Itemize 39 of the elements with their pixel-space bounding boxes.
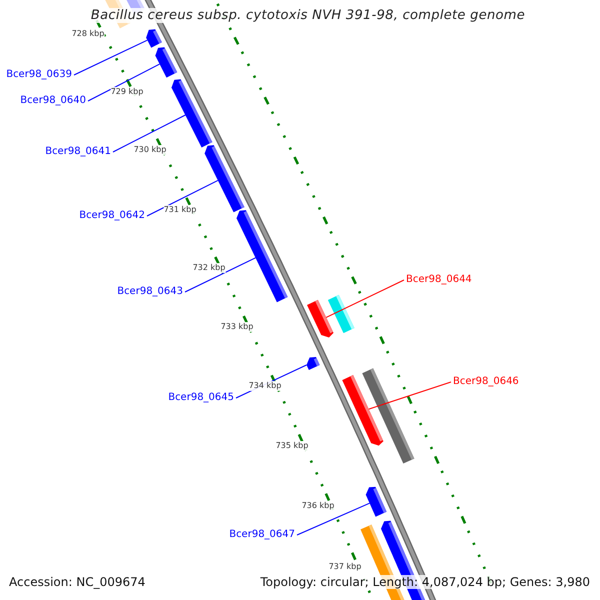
gene-label: Bcer98_0647 bbox=[229, 529, 295, 541]
genome-info-text: Accession: NC_009674 bbox=[9, 575, 146, 589]
gene-label: Bcer98_0646 bbox=[453, 376, 519, 388]
gene-block bbox=[307, 300, 334, 338]
gene-block bbox=[172, 79, 212, 148]
position-label: 734 kbp bbox=[248, 381, 282, 391]
gene-block bbox=[146, 29, 162, 48]
leader-line bbox=[326, 280, 404, 318]
position-label: 732 kbp bbox=[192, 263, 226, 273]
position-label: 729 kbp bbox=[110, 87, 144, 97]
position-label: 737 kbp bbox=[328, 562, 362, 572]
gene-label: Bcer98_0643 bbox=[117, 286, 183, 298]
gene-label: Bcer98_0641 bbox=[45, 146, 111, 158]
leader-line bbox=[74, 40, 148, 76]
gene-label: Bcer98_0645 bbox=[168, 392, 234, 404]
position-label: 735 kbp bbox=[276, 441, 308, 451]
gene-block bbox=[236, 210, 288, 302]
leader-line bbox=[368, 382, 452, 410]
leader-line bbox=[296, 502, 370, 536]
gene-block bbox=[155, 47, 178, 78]
leader-line bbox=[88, 64, 160, 102]
gene-block bbox=[306, 357, 320, 370]
gene-label: Bcer98_0639 bbox=[6, 69, 72, 81]
position-label: 736 kbp bbox=[302, 501, 334, 511]
position-label: 730 kbp bbox=[134, 145, 166, 155]
gene-label: Bcer98_0644 bbox=[406, 274, 472, 286]
gene-label: Bcer98_0640 bbox=[20, 95, 86, 107]
position-label: 733 kbp bbox=[220, 322, 254, 332]
genome-info-text: Topology: circular; Length: 4,087,024 bp; Genes: 3,980 bbox=[260, 575, 590, 589]
leader-line bbox=[112, 114, 186, 152]
leader-line bbox=[146, 180, 218, 216]
gene-block bbox=[342, 375, 384, 446]
gene-label: Bcer98_0642 bbox=[79, 210, 145, 222]
gene-block bbox=[204, 145, 244, 212]
map-title: Bacillus cereus subsp. cytotoxis NVH 391-98, complete genome bbox=[88, 8, 528, 23]
position-label: 728 kbp bbox=[72, 29, 104, 39]
gene-block bbox=[366, 486, 387, 517]
leader-line bbox=[184, 257, 256, 292]
position-label: 731 kbp bbox=[164, 205, 196, 215]
